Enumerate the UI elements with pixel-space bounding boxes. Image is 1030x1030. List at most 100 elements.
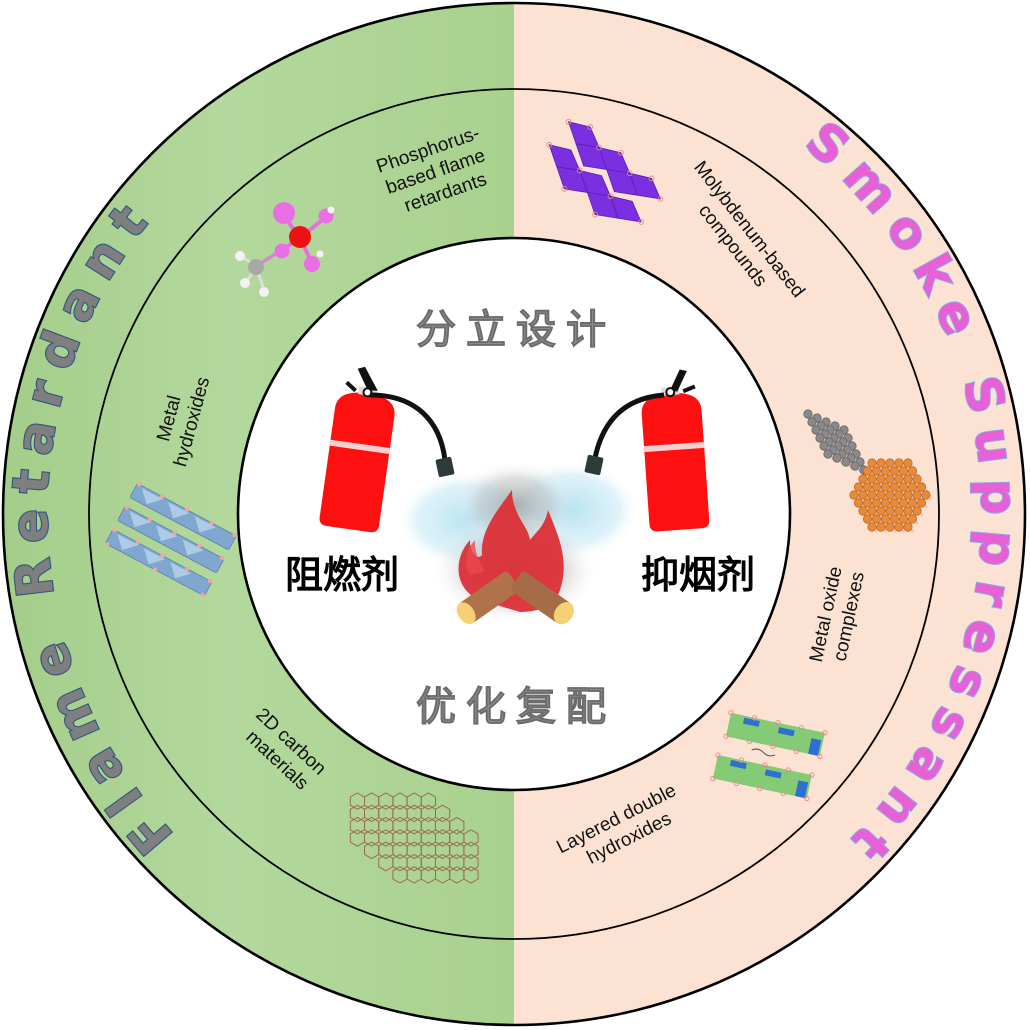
atom [880,498,891,508]
atom [807,417,817,427]
atom [853,498,864,508]
atom [880,482,891,492]
atom [876,522,886,532]
atom [907,466,918,476]
atom [892,529,897,533]
graphene-hexagon [435,804,451,823]
atom [903,474,913,484]
atom [910,529,915,533]
atom [880,466,891,476]
ldh-layers-icon [710,710,828,802]
atom [883,529,888,533]
atom [901,529,906,533]
atom [815,433,825,443]
atom [903,506,913,516]
octahedra-chain-icon [546,118,664,225]
atom [849,490,859,500]
atom [862,482,873,492]
atom [871,498,882,508]
atom [916,498,927,508]
atom [921,490,931,500]
atom [898,482,909,492]
atom [858,506,868,516]
flame-retardant-label-cn: 阻燃剂 [285,553,399,597]
atom [885,458,895,468]
atom [876,506,886,516]
atom [876,474,886,484]
atom [841,457,851,467]
atom [880,514,891,524]
atom [907,482,918,492]
atom [894,490,904,500]
atom [889,514,900,524]
atom [862,498,873,508]
atom [874,529,879,533]
atom [898,466,909,476]
atom [889,482,900,492]
middle-ring [88,88,940,940]
atom [907,514,918,524]
atom [803,409,813,419]
right-fire-extinguisher [584,369,710,532]
atom [871,514,882,524]
atom [858,474,868,484]
graphene-hexagon [420,792,436,810]
layered-crystal-icon [104,482,237,598]
atom [885,506,895,516]
atom [919,513,924,517]
graphene-hexagon [449,816,465,835]
atom [924,505,928,509]
atom [876,490,886,500]
atom [928,497,933,501]
atom [858,490,868,500]
center-top-text: 分立设计 [416,307,616,353]
atom [912,474,922,484]
atom [916,482,927,492]
fire-extinguisher-icon [641,369,710,532]
atom [912,506,922,516]
atom [823,449,833,459]
atom-cluster-icon [803,409,933,533]
left-fire-extinguisher [319,366,455,533]
atom [862,514,873,524]
atom [889,466,900,476]
graphene-hexagon [463,841,479,860]
atom [850,461,860,471]
atom [811,425,821,435]
atom [885,474,895,484]
atom [867,458,877,468]
atom [885,522,895,532]
graphene-hexagon [463,829,479,847]
atom [867,490,877,500]
smoke-suppressant-label-cn: 抑烟剂 [641,553,755,597]
atom [867,506,877,516]
atom [876,458,886,468]
campfire-icon [456,490,574,625]
atom [894,522,904,532]
atom [889,498,900,508]
molecule-icon [235,202,335,297]
atom [903,522,913,532]
atom [885,490,895,500]
atom [915,521,919,525]
atom [867,522,877,532]
atom [819,441,829,451]
graphene-hexagon [463,853,479,872]
atom [867,474,877,484]
atom [907,498,918,508]
graphene-hexagon [463,866,479,884]
atom [853,482,864,492]
atom [894,474,904,484]
atom [903,490,913,500]
atom [898,514,909,524]
atom [832,453,842,463]
atom [871,482,882,492]
atom [894,506,904,516]
atom [862,466,873,476]
atom [912,490,922,500]
atom [871,466,882,476]
atom [898,498,909,508]
atom [894,458,904,468]
